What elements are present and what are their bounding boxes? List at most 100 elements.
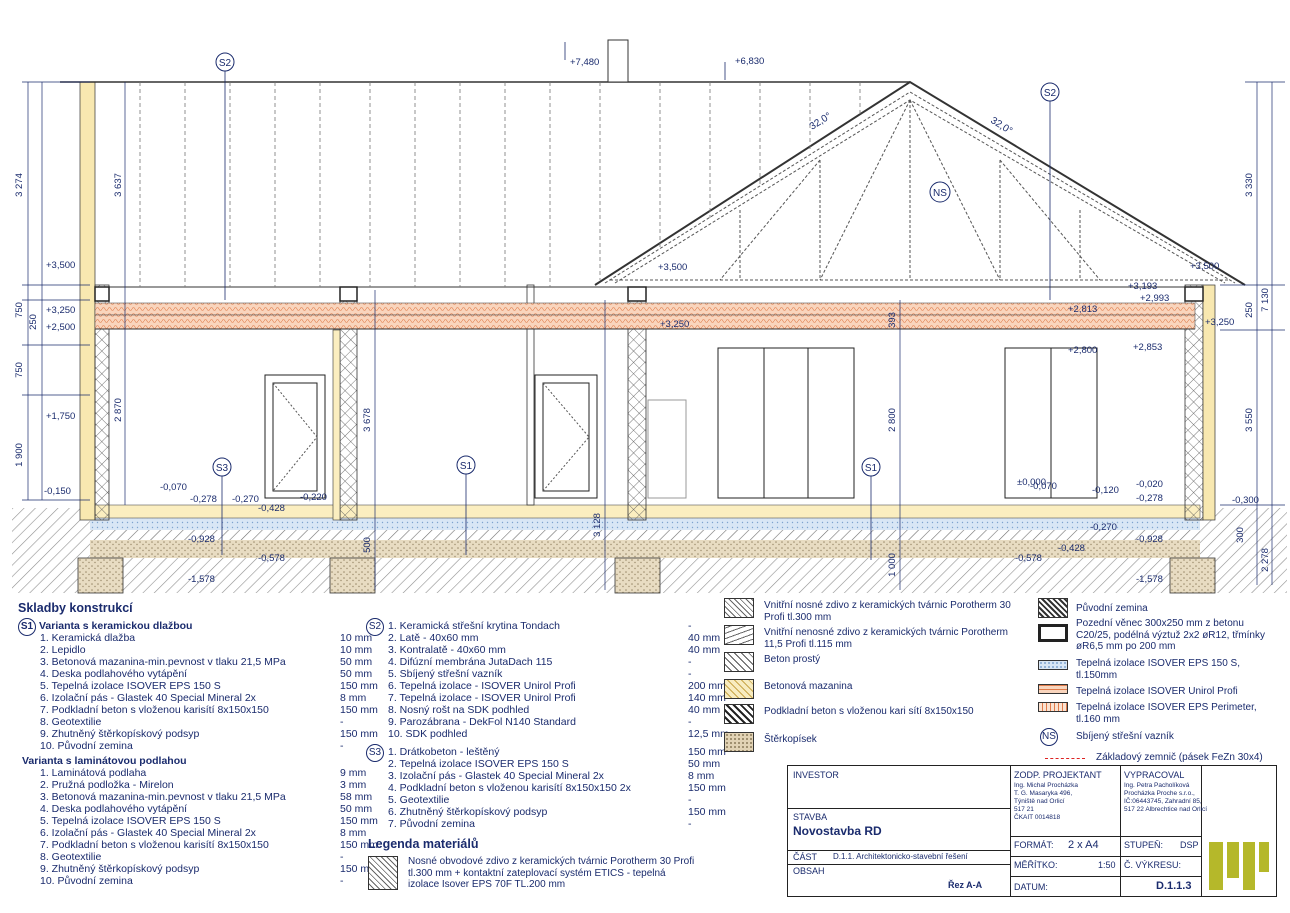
- level-mark: +3,500: [1190, 261, 1219, 272]
- angle-label: 32,0°: [808, 111, 834, 133]
- s1-variant1: Varianta s keramickou dlažbou: [39, 620, 193, 632]
- layer-name: 8. Nosný rošt na SDK podhled: [388, 704, 530, 716]
- composition-row: 1. Keramická střešní krytina Tondach -: [388, 620, 708, 632]
- composition-row: 1. Keramická dlažba 10 mm: [40, 632, 372, 644]
- layer-name: 6. Zhutněný štěrkopískový podsyp: [388, 806, 548, 818]
- layer-name: 3. Betonová mazanina-min.pevnost v tlaku…: [40, 656, 286, 668]
- layer-thickness: 150 mm: [688, 746, 726, 758]
- level-mark: +2,813: [1068, 304, 1097, 315]
- layer-name: 2. Lepidlo: [40, 644, 86, 656]
- axis-label: S1: [865, 463, 878, 474]
- level-mark: -1,578: [1136, 574, 1163, 585]
- composition-title: Skladby konstrukcí: [18, 601, 133, 615]
- level-mark: -0,278: [190, 494, 217, 505]
- legend-item: Pozední věnec 300x250 mm z betonu C20/25…: [1076, 618, 1265, 652]
- composition-row: 5. Tepelná izolace ISOVER EPS 150 S 150 m…: [40, 815, 378, 827]
- level-mark: +3,250: [1205, 317, 1234, 328]
- composition-row: 3. Izolační pás - Glastek 40 Special Min…: [388, 770, 714, 782]
- layer-thickness: 150 mm: [340, 815, 378, 827]
- dim-750: 750: [14, 302, 25, 318]
- level-mark: -0,070: [160, 482, 187, 493]
- gravel-bed: [90, 540, 1200, 558]
- level-mark: -0,428: [1058, 543, 1085, 554]
- layer-name: 4. Deska podlahového vytápění: [40, 668, 188, 680]
- layer-name: 8. Geotextilie: [40, 716, 102, 728]
- layer-name: 1. Drátkobeton - leštěný: [388, 746, 500, 758]
- dim-3678: 3 678: [362, 408, 373, 432]
- layer-name: 1. Keramická dlažba: [40, 632, 136, 644]
- legend-exterior-wall: Nosné obvodové zdivo z keramických tvárn…: [408, 856, 695, 890]
- layer-thickness: 10 mm: [340, 632, 373, 644]
- legend-item: Tepelná izolace ISOVER Unirol Profi: [1076, 686, 1238, 697]
- layer-thickness: -: [688, 716, 692, 728]
- stupen-label: STUPEŇ:: [1124, 840, 1164, 850]
- stavba-value: Novostavba RD: [793, 824, 882, 838]
- cvykresu-label: Č. VÝKRESU:: [1124, 860, 1182, 870]
- meritko-label: MĚŘÍTKO:: [1014, 860, 1058, 870]
- legend-item: Vnitřní nosné zdivo z keramických tvárni…: [764, 600, 1011, 623]
- level-mark: +2,500: [46, 322, 75, 333]
- legend-swatch: [1038, 598, 1068, 618]
- layer-thickness: 50 mm: [340, 803, 373, 815]
- legend-swatch-exterior-wall: [368, 856, 398, 890]
- layer-thickness: 58 mm: [340, 791, 373, 803]
- level-mark: +3,250: [660, 319, 689, 330]
- layer-thickness: 150 mm: [340, 704, 378, 716]
- dim-250: 250: [28, 314, 39, 330]
- vyprac-value: Ing. Petra Pacholíková Procházka Proche …: [1124, 782, 1208, 813]
- composition-row: 1. Drátkobeton - leštěný 150 mm: [388, 746, 726, 758]
- s1-badge: S1: [18, 618, 36, 636]
- composition-row: 8. Geotextilie-: [40, 851, 360, 863]
- s1-variant2: Varianta s laminátovou podlahou: [22, 755, 187, 767]
- format-value: 2 x A4: [1068, 839, 1099, 851]
- layer-name: 5. Tepelná izolace ISOVER EPS 150 S: [40, 815, 221, 827]
- layer-thickness: -: [688, 620, 692, 632]
- layer-thickness: -: [688, 818, 692, 830]
- level-mark: -0,220: [300, 492, 327, 503]
- dim-7130: 7 130: [1260, 288, 1271, 312]
- level-mark: +7,480: [570, 57, 599, 68]
- layer-thickness: 150 mm: [340, 728, 378, 740]
- composition-row: 7. Tepelná izolace - ISOVER Unirol Profi…: [388, 692, 726, 704]
- layer-name: 7. Původní zemina: [388, 818, 475, 830]
- composition-row: 7. Podkladní beton s vloženou karisítí 8…: [40, 704, 378, 716]
- layer-name: 10. Původní zemina: [40, 875, 133, 887]
- earthing-line-swatch: [1045, 758, 1085, 759]
- axis-label: NS: [933, 188, 947, 199]
- composition-row: 3. Betonová mazanina-min.pevnost v tlaku…: [40, 791, 372, 803]
- layer-thickness: -: [688, 794, 692, 806]
- layer-name: 1. Keramická střešní krytina Tondach: [388, 620, 560, 632]
- wall-interior-1: [339, 299, 358, 521]
- obsah-label: OBSAH: [793, 866, 825, 876]
- composition-row: 5. Sbíjený střešní vazník-: [388, 668, 708, 680]
- layer-name: 9. Zhutněný štěrkopískový podsyp: [40, 863, 200, 875]
- legend-swatch: [724, 679, 754, 699]
- stavba-label: STAVBA: [793, 812, 828, 822]
- legend-swatch: [1038, 624, 1068, 642]
- legend-item: Základový zemnič (pásek FeZn 30x4): [1096, 752, 1263, 763]
- dim-3637: 3 637: [113, 173, 124, 197]
- composition-row: 6. Izolační pás - Glastek 40 Special Min…: [40, 692, 366, 704]
- dim-3274: 3 274: [14, 173, 25, 197]
- title-block: INVESTOR STAVBA Novostavba RD ČÁST D.1.1…: [787, 765, 1277, 897]
- wall-insulation-left: [79, 81, 96, 521]
- dim-500: 500: [362, 537, 373, 553]
- cvykresu-value: D.1.1.3: [1156, 880, 1192, 892]
- layer-thickness: 40 mm: [688, 644, 721, 656]
- axis-label: S2: [219, 58, 232, 69]
- dim-3128: 3 128: [592, 513, 603, 537]
- level-mark: -0,428: [258, 503, 285, 514]
- ns-badge: NS: [1040, 728, 1058, 746]
- layer-name: 6. Izolační pás - Glastek 40 Special Min…: [40, 827, 256, 839]
- layer-thickness: -: [688, 668, 692, 680]
- dim-3550: 3 550: [1244, 408, 1255, 432]
- cast-label: ČÁST: [793, 852, 818, 862]
- legend-swatch: [724, 704, 754, 724]
